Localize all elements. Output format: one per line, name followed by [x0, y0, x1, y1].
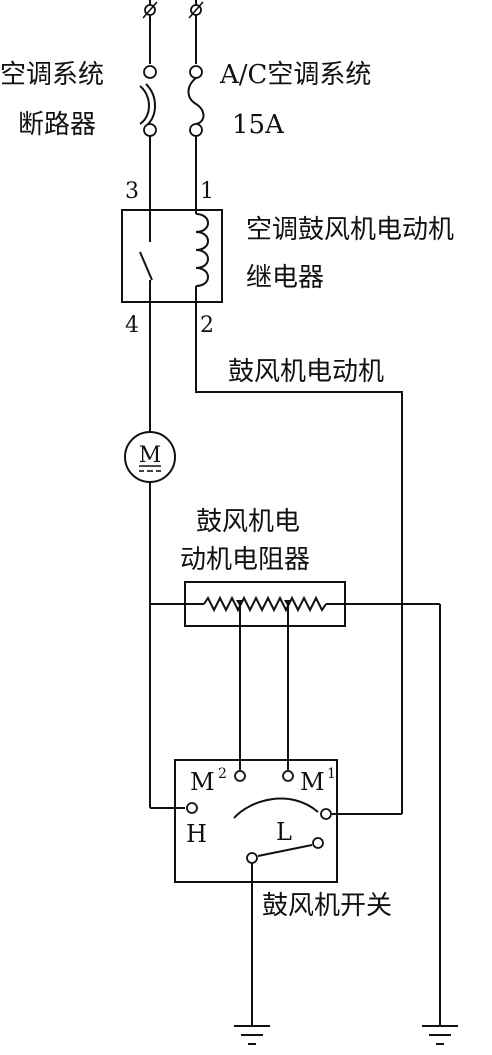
switch-label-h: H — [186, 820, 207, 848]
switch-terminal-h — [186, 802, 198, 814]
relay-pin-4: 4 — [125, 313, 139, 338]
relay — [121, 209, 223, 303]
label-resistor-line1: 鼓风机电 — [196, 507, 300, 537]
switch-label-m2-sup: 2 — [218, 766, 227, 782]
switch-terminal-m1 — [282, 770, 294, 782]
ground-symbol-right — [422, 1025, 458, 1045]
switch-label-m2: M — [190, 768, 215, 796]
label-ac-breaker-line1: 空调系统 — [0, 60, 104, 90]
label-resistor-line2: 动机电阻器 — [180, 545, 310, 575]
label-relay-line1: 空调鼓风机电动机 — [246, 215, 454, 245]
ground-symbol-left — [234, 1025, 270, 1045]
label-relay-line2: 继电器 — [246, 263, 324, 293]
label-ac-fuse-line1: A/C空调系统 — [219, 60, 371, 90]
label-ac-breaker-line2: 断路器 — [18, 110, 96, 140]
switch-l-arm — [257, 844, 313, 857]
switch-label-m1-sup: 1 — [327, 766, 336, 782]
switch-terminal-common — [320, 808, 332, 820]
relay-coil — [195, 213, 209, 287]
right-feed-wire — [188, 0, 204, 64]
switch-terminal-ground — [246, 852, 258, 864]
label-ac-fuse-line2: 15A — [232, 110, 285, 140]
relay-pin-1: 1 — [200, 179, 214, 204]
blower-switch — [150, 759, 402, 883]
motor-letter: M — [139, 443, 162, 468]
blower-motor: M — [124, 431, 176, 483]
switch-label-m1: M — [300, 768, 325, 796]
resistor-zigzag — [203, 595, 327, 613]
relay-pin-3: 3 — [125, 179, 139, 204]
left-feed-wire — [142, 0, 158, 64]
switch-label-l: L — [276, 818, 292, 846]
ac-fuse-symbol — [187, 65, 205, 137]
relay-box — [121, 209, 223, 303]
switch-box — [174, 759, 338, 883]
ac-breaker-symbol — [139, 65, 157, 137]
label-blower-motor-wire: 鼓风机电动机 — [228, 357, 384, 387]
switch-wiper — [233, 797, 319, 819]
relay-contact-arm — [139, 251, 153, 281]
label-blower-switch: 鼓风机开关 — [262, 891, 392, 921]
switch-terminal-m2 — [234, 770, 246, 782]
relay-pin-2: 2 — [200, 313, 214, 338]
switch-terminal-l — [312, 837, 324, 849]
blower-resistor — [150, 581, 440, 627]
